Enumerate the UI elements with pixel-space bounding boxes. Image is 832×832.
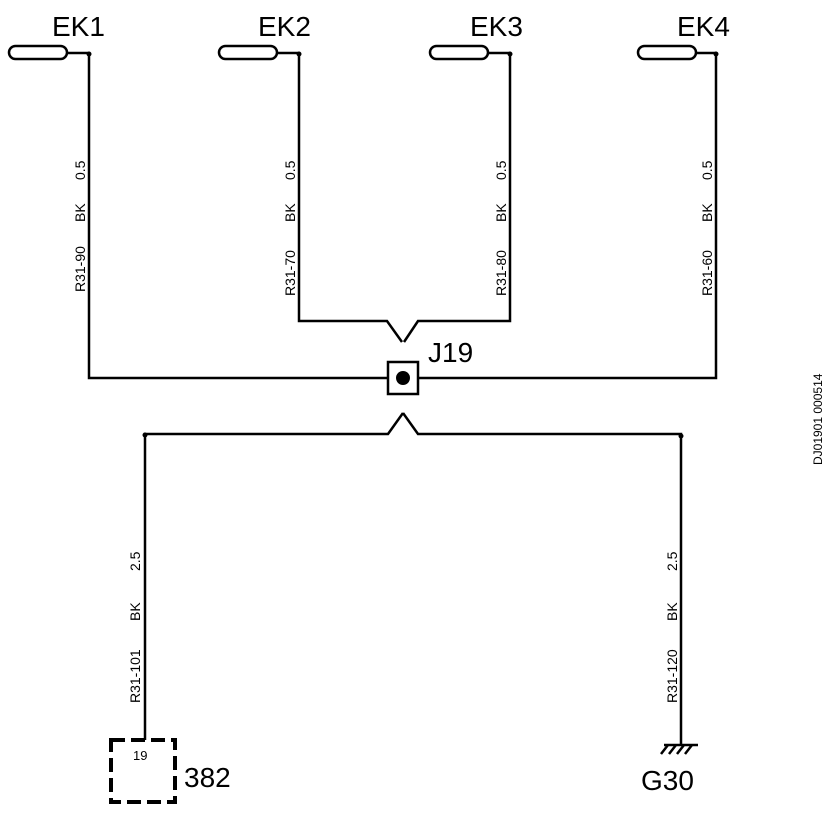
terminal-lug-ek3 [428, 44, 490, 61]
splice-node [396, 371, 410, 385]
wire-r31-90 [87, 54, 395, 380]
ground-label: G30 [641, 765, 694, 796]
wire-label-r31-80: R31-80 BK 0.5 [493, 160, 509, 296]
wire-node-r31-120 [678, 433, 684, 439]
svg-text:0.5: 0.5 [493, 160, 509, 180]
wire-r31-70 [297, 54, 404, 343]
terminal-ek2: EK2 R31-70 BK 0.5 [217, 11, 404, 343]
terminal-lug-ek2 [217, 44, 279, 61]
svg-text:2.5: 2.5 [127, 551, 143, 571]
splice-label: J19 [428, 337, 473, 368]
svg-text:BK: BK [699, 203, 715, 222]
svg-text:R31-101: R31-101 [127, 649, 143, 703]
terminal-ek3: EK3 R31-80 BK 0.5 [402, 11, 523, 343]
wire-label-r31-101: R31-101 BK 2.5 [127, 551, 143, 703]
document-id: DJ01901 000514 [811, 373, 825, 465]
terminal-ek4: EK4 R31-60 BK 0.5 [417, 11, 730, 380]
terminal-lug-ek1 [7, 44, 69, 61]
connector-382: R31-101 BK 2.5 19 382 [109, 412, 405, 804]
svg-text:R31-60: R31-60 [699, 250, 715, 296]
terminal-label-ek4: EK4 [677, 11, 730, 42]
wire-r31-80 [402, 54, 512, 343]
wire-r31-120 [401, 412, 683, 745]
svg-text:2.5: 2.5 [664, 551, 680, 571]
svg-text:BK: BK [282, 203, 298, 222]
connector-outline [109, 738, 177, 804]
svg-text:R31-80: R31-80 [493, 250, 509, 296]
terminal-label-ek2: EK2 [258, 11, 311, 42]
svg-text:BK: BK [493, 203, 509, 222]
wire-label-r31-60: R31-60 BK 0.5 [699, 160, 715, 296]
wire-label-r31-120: R31-120 BK 2.5 [664, 551, 680, 703]
svg-text:R31-90: R31-90 [72, 246, 88, 292]
terminal-ek1: EK1 R31-90 BK 0.5 [7, 11, 395, 380]
svg-text:R31-70: R31-70 [282, 250, 298, 296]
svg-text:0.5: 0.5 [282, 160, 298, 180]
terminal-lug-ek4 [636, 44, 698, 61]
terminal-label-ek3: EK3 [470, 11, 523, 42]
wire-r31-101 [143, 412, 405, 740]
svg-text:R31-120: R31-120 [664, 649, 680, 703]
svg-text:0.5: 0.5 [699, 160, 715, 180]
ground-g30: R31-120 BK 2.5 G30 [401, 412, 698, 796]
svg-text:BK: BK [664, 602, 680, 621]
wire-node-r31-101 [142, 432, 148, 438]
connector-pin-label: 19 [133, 748, 147, 763]
terminal-label-ek1: EK1 [52, 11, 105, 42]
svg-text:0.5: 0.5 [72, 160, 88, 180]
ground-icon [660, 743, 698, 755]
svg-text:BK: BK [127, 602, 143, 621]
splice-j19: J19 [386, 337, 473, 396]
svg-text:BK: BK [72, 203, 88, 222]
connector-label: 382 [184, 762, 231, 793]
wire-label-r31-90: R31-90 BK 0.5 [72, 160, 88, 292]
wire-r31-60 [417, 54, 718, 380]
wire-label-r31-70: R31-70 BK 0.5 [282, 160, 298, 296]
